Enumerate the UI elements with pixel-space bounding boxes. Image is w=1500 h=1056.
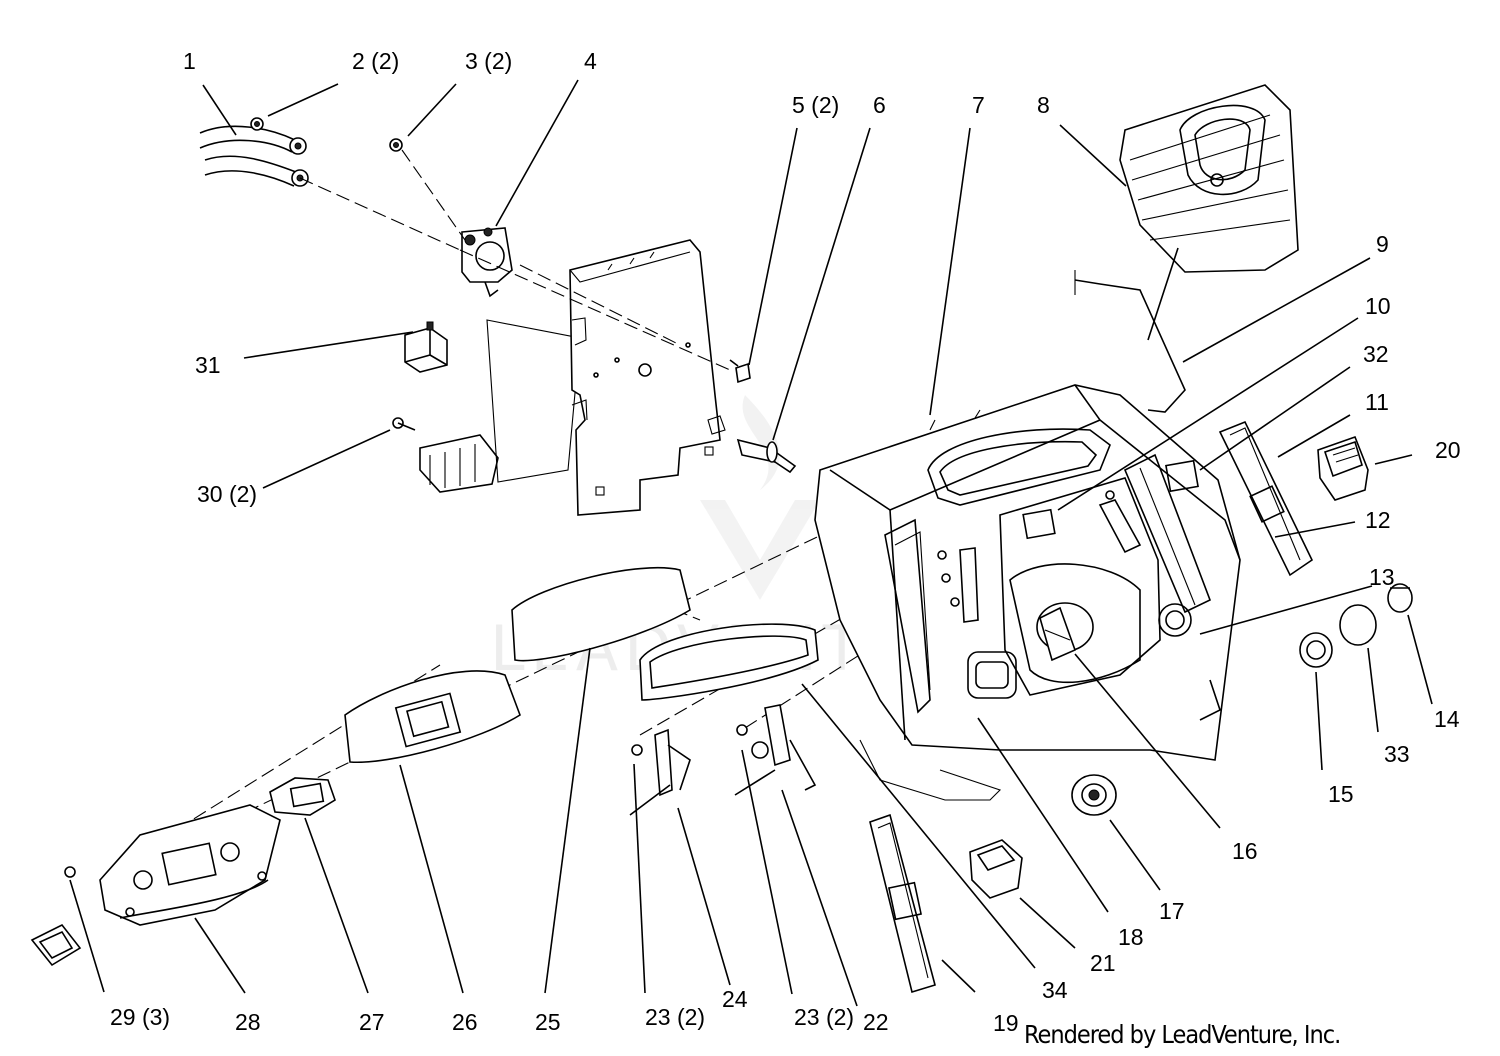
callout-15: 15 bbox=[1328, 781, 1354, 807]
callout-14: 14 bbox=[1434, 706, 1460, 732]
callout-30: 30 (2) bbox=[197, 481, 258, 507]
part-6-pin bbox=[736, 438, 797, 474]
callout-25: 25 bbox=[535, 1009, 561, 1035]
part-11-trim bbox=[1218, 420, 1314, 577]
callout-6: 6 bbox=[873, 92, 886, 118]
console-frame bbox=[859, 739, 1002, 801]
render-credit: Rendered by LeadVenture, Inc. bbox=[1024, 1020, 1341, 1049]
callout-19: 19 bbox=[993, 1010, 1019, 1036]
part-25-panel bbox=[511, 566, 691, 662]
callout-26: 26 bbox=[452, 1009, 478, 1035]
callout-23-left: 23 (2) bbox=[645, 1004, 706, 1030]
callout-28: 28 bbox=[235, 1009, 261, 1035]
part-28-panel bbox=[99, 804, 281, 926]
callout-9: 9 bbox=[1376, 231, 1389, 257]
callout-32: 32 bbox=[1363, 341, 1389, 367]
callout-21: 21 bbox=[1090, 950, 1116, 976]
callout-31: 31 bbox=[195, 352, 221, 378]
callout-3: 3 (2) bbox=[465, 48, 513, 74]
part-31-relay bbox=[404, 321, 448, 373]
callout-20: 20 bbox=[1435, 437, 1461, 463]
part-9-rod bbox=[1074, 270, 1186, 413]
callout-13: 13 bbox=[1369, 564, 1395, 590]
part-34-bezel bbox=[639, 623, 819, 701]
part-33-cap bbox=[1339, 604, 1377, 646]
callout-5: 5 (2) bbox=[792, 92, 840, 118]
part-30-fuse-block bbox=[392, 417, 499, 493]
console-bracket-plate bbox=[569, 239, 726, 516]
part-4-solenoid bbox=[461, 227, 513, 298]
part-14-knob bbox=[1387, 583, 1413, 613]
callout-34: 34 bbox=[1042, 977, 1068, 1003]
part-22-bracket bbox=[734, 704, 817, 796]
callout-11: 11 bbox=[1365, 389, 1389, 415]
relay-mount-plate bbox=[486, 319, 581, 483]
watermark-logo bbox=[700, 395, 820, 600]
part-20-switch bbox=[1317, 435, 1369, 501]
part-21-switch bbox=[969, 839, 1023, 899]
part-17-knob bbox=[1071, 774, 1117, 816]
callout-33: 33 bbox=[1384, 741, 1410, 767]
callout-2: 2 (2) bbox=[352, 48, 400, 74]
callout-7: 7 bbox=[972, 92, 985, 118]
callout-8: 8 bbox=[1037, 92, 1050, 118]
callout-23-right: 23 (2) bbox=[794, 1004, 855, 1030]
part-27-switch bbox=[269, 777, 336, 816]
bezel-small bbox=[30, 923, 82, 967]
part-2-nut bbox=[250, 117, 264, 131]
part-3-nut bbox=[389, 138, 403, 152]
part-16-component bbox=[1036, 602, 1094, 662]
callout-12: 12 bbox=[1365, 507, 1391, 533]
callout-10: 10 bbox=[1365, 293, 1391, 319]
part-26-panel bbox=[344, 670, 521, 764]
callout-27: 27 bbox=[359, 1009, 385, 1035]
part-24-bracket bbox=[629, 728, 691, 816]
callout-16: 16 bbox=[1232, 838, 1258, 864]
callout-18: 18 bbox=[1118, 924, 1144, 950]
callout-4: 4 bbox=[584, 48, 597, 74]
part-5-screw bbox=[729, 359, 751, 384]
callout-17: 17 bbox=[1159, 898, 1185, 924]
part-8-shift-boot bbox=[1119, 84, 1299, 273]
part-7-console-housing bbox=[814, 384, 1241, 761]
part-19-trim bbox=[869, 813, 936, 994]
callout-22: 22 bbox=[863, 1009, 889, 1035]
callout-29: 29 (3) bbox=[110, 1004, 171, 1030]
part-29-screw bbox=[64, 866, 76, 878]
leader-lines bbox=[69, 79, 1433, 1007]
part-1-cable-harness bbox=[199, 125, 309, 187]
callout-24: 24 bbox=[722, 986, 748, 1012]
part-15-bushing bbox=[1299, 632, 1333, 668]
callout-1: 1 bbox=[183, 48, 196, 74]
